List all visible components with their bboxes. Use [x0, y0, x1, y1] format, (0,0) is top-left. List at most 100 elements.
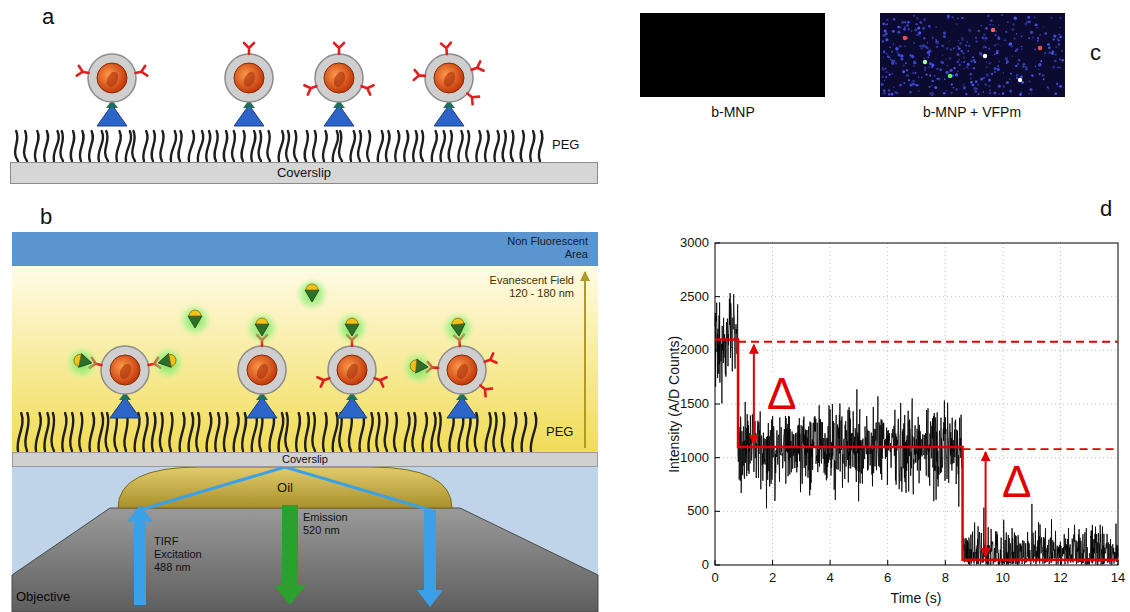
- particle-shell: [238, 346, 286, 394]
- peg-chain: [466, 131, 469, 161]
- image-speck: [919, 21, 922, 24]
- image-speck: [949, 69, 952, 72]
- image-speck: [993, 91, 996, 94]
- peg-chain: [350, 131, 355, 161]
- coverslip-bar: Coverslip: [10, 162, 598, 184]
- core-detail: [332, 70, 348, 89]
- image-speck: [903, 82, 905, 84]
- node-label: Non Fluorescent Area: [492, 235, 588, 261]
- image-speck: [986, 73, 989, 76]
- image-speck: [1031, 74, 1033, 76]
- image-speck: [908, 28, 910, 30]
- peg-chain: [36, 413, 41, 451]
- image-speck: [919, 35, 921, 37]
- peg-chain: [312, 413, 315, 451]
- particle-shell: [225, 54, 273, 102]
- image-speck: [1061, 59, 1064, 62]
- antibody-symbol: [414, 70, 426, 81]
- image-speck: [947, 17, 949, 19]
- core-detail: [455, 362, 471, 381]
- particle-shell: [101, 346, 149, 394]
- image-speck: [950, 49, 952, 51]
- peg-chain: [132, 131, 135, 161]
- peg-chain: [196, 413, 199, 451]
- panel-letter: b: [40, 204, 52, 230]
- image-speck: [1061, 50, 1064, 53]
- image-speck: [931, 63, 934, 66]
- peg-chain: [143, 413, 147, 451]
- peg-chain: [35, 131, 39, 161]
- image-speck: [886, 53, 888, 55]
- antibody-symbol: [317, 374, 331, 387]
- peg-chain: [349, 413, 352, 451]
- image-speck: [937, 78, 939, 80]
- node-label: Coverslip: [13, 453, 597, 466]
- peg-chain: [376, 413, 379, 451]
- peg-chain: [413, 131, 417, 161]
- image-speck: [1029, 81, 1031, 83]
- axis-title: Intensity (A/D Counts): [666, 336, 683, 473]
- image-speck: [958, 47, 961, 50]
- peg-chain: [214, 131, 217, 161]
- image-speck: [1053, 38, 1055, 40]
- particle-shell: [425, 54, 473, 102]
- fluorescent-molecule: [157, 352, 178, 369]
- image-speck: [977, 30, 979, 32]
- image-speck: [958, 64, 961, 67]
- image-speck: [902, 70, 905, 73]
- antibody-symbol: [373, 374, 387, 387]
- peg-chain: [224, 131, 228, 161]
- peg-chain: [421, 131, 424, 161]
- image-speck: [886, 71, 888, 73]
- bright-spot: [1018, 78, 1022, 82]
- image-speck: [946, 65, 948, 67]
- image-speck: [988, 48, 990, 50]
- image-speck: [945, 90, 946, 91]
- image-speck: [1055, 92, 1058, 95]
- image-speck: [951, 16, 953, 18]
- peg-chain: [44, 413, 48, 451]
- peg-chain: [269, 413, 274, 451]
- grid-line: [715, 296, 1118, 297]
- image-speck: [1049, 52, 1051, 54]
- image-speck: [955, 73, 958, 76]
- image-speck: [978, 93, 980, 95]
- image-speck: [931, 92, 934, 95]
- peg-chain: [98, 413, 103, 451]
- image-speck: [1021, 49, 1022, 50]
- image-speck: [932, 37, 935, 40]
- image-speck: [913, 42, 915, 44]
- peg-chain: [189, 131, 194, 161]
- core-detail: [255, 362, 271, 381]
- image-speck: [1036, 27, 1038, 29]
- image-speck: [890, 59, 892, 61]
- tick-mark: [715, 404, 720, 405]
- excitation-arrow: [127, 505, 153, 605]
- axis-title: Time (s): [891, 590, 942, 607]
- image-speck: [956, 23, 958, 25]
- image-speck: [958, 40, 959, 41]
- peg-chain: [114, 413, 117, 451]
- image-speck: [911, 55, 914, 58]
- peg-chain: [449, 131, 453, 161]
- image-speck: [927, 51, 930, 54]
- axis-tick-label: 1500: [680, 396, 709, 412]
- peg-chain: [296, 413, 300, 451]
- peg-chain: [62, 413, 66, 451]
- image-speck: [883, 89, 886, 92]
- peg-chain: [386, 131, 390, 161]
- peg-chain: [333, 413, 338, 451]
- peg-chain: [106, 413, 109, 451]
- image-speck: [1022, 63, 1025, 66]
- image-speck: [981, 25, 982, 26]
- image-caption: b-MNP: [711, 104, 755, 121]
- image-speck: [929, 86, 931, 88]
- peg-chain: [440, 131, 445, 161]
- peg-chain: [502, 413, 505, 451]
- image-speck: [936, 46, 938, 48]
- coverslip-bar: Coverslip: [12, 452, 598, 467]
- image-speck: [893, 43, 895, 45]
- peg-chain: [339, 413, 342, 451]
- image-speck: [913, 65, 915, 67]
- image-speck: [956, 60, 959, 63]
